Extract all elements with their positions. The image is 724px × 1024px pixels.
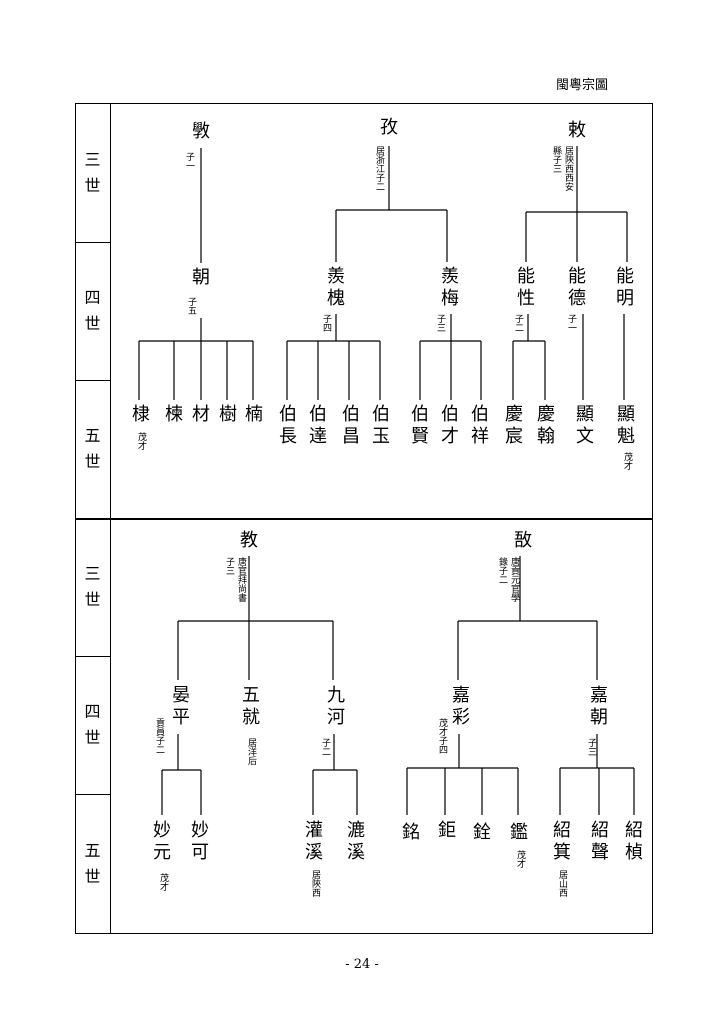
person-zi-note: 居浙江子二 xyxy=(374,146,384,191)
person-jiao-note: 子三 xyxy=(224,557,234,575)
person-xue-note: 子一 xyxy=(184,152,194,170)
person-jian-note: 茂才 xyxy=(515,850,525,868)
generation-label-fourth: 四世 xyxy=(84,288,101,333)
person-di-elder-note: 錄子二 xyxy=(497,557,507,584)
generation-row-divider xyxy=(75,380,110,381)
document-header-title: 閩粵宗圖 xyxy=(556,78,609,93)
person-chao-note: 子五 xyxy=(186,297,196,315)
person-chao: 朝 xyxy=(192,267,210,288)
person-ju: 鉅 xyxy=(438,820,456,841)
person-ming: 銘 xyxy=(402,822,420,843)
person-xiankui-5-note: 茂才 xyxy=(622,452,632,470)
person-nengde-note: 子一 xyxy=(566,314,576,332)
person-nengxing: 能性 xyxy=(517,266,535,309)
person-shaoji: 紹箕 xyxy=(553,820,571,863)
person-shaosheng: 紹聲 xyxy=(591,820,609,863)
person-yanping: 晏平 xyxy=(172,685,190,728)
person-xiankui-5: 顯魁 xyxy=(617,404,635,447)
person-xiankui: 羨槐 xyxy=(327,266,345,309)
generation-row-divider xyxy=(75,242,110,243)
person-qinghan: 慶翰 xyxy=(537,404,555,447)
person-miaoyuan: 妙元 xyxy=(153,820,171,863)
generation-column-divider xyxy=(110,103,112,934)
person-xianmei: 羨梅 xyxy=(441,266,459,309)
person-xianwen: 顯文 xyxy=(576,404,594,447)
person-boda: 伯達 xyxy=(309,404,327,447)
person-bochang: 伯長 xyxy=(279,404,297,447)
person-xiankui-note: 子四 xyxy=(321,314,331,332)
person-jian: 鑑 xyxy=(510,822,528,843)
person-nan: 楠 xyxy=(245,404,263,425)
person-jiuhe-note: 子二 xyxy=(320,738,330,756)
person-xianmei-note: 子三 xyxy=(435,314,445,332)
person-jiao-note: 唐官拜尚書 xyxy=(236,557,246,602)
person-luxi: 漉溪 xyxy=(347,820,365,863)
person-jiachao: 嘉朝 xyxy=(590,685,608,728)
person-di: 棣 xyxy=(132,404,150,425)
generation-row-divider xyxy=(75,794,110,795)
person-miaoyuan-note: 茂才 xyxy=(158,873,168,891)
person-nengming: 能明 xyxy=(616,266,634,309)
person-chi: 敕 xyxy=(568,120,586,141)
person-wujiu: 五就 xyxy=(242,685,260,728)
person-boxiang: 伯祥 xyxy=(471,404,489,447)
person-qingchen: 慶宸 xyxy=(505,404,523,447)
person-nengxing-note: 子二 xyxy=(513,314,523,332)
person-bocai: 伯才 xyxy=(441,404,459,447)
person-boyu: 伯玉 xyxy=(372,404,390,447)
person-jiachao-note: 子三 xyxy=(586,738,596,756)
person-miaoke: 妙可 xyxy=(191,820,209,863)
person-cai: 材 xyxy=(192,404,210,425)
person-zi: 孜 xyxy=(380,117,398,138)
section-divider xyxy=(75,518,653,520)
generation-label-fifth: 五世 xyxy=(84,841,101,886)
person-wujiu-note: 居洋后 xyxy=(246,738,256,765)
person-guanxi-note: 居陝西 xyxy=(310,870,320,897)
person-yanping-note: 貢員子二 xyxy=(154,718,164,754)
generation-label-third: 三世 xyxy=(84,149,101,195)
person-jiacai-note: 茂才子四 xyxy=(437,718,447,754)
person-bochang2: 伯昌 xyxy=(342,404,360,447)
person-jiacai: 嘉彩 xyxy=(452,685,470,728)
person-di-note: 茂才 xyxy=(136,432,146,450)
person-xue: 斆 xyxy=(192,121,210,142)
person-shu: 樹 xyxy=(219,404,237,425)
person-chi-note: 縣子三 xyxy=(551,146,561,173)
person-chi-note: 居陝西西安 xyxy=(563,146,573,191)
page-number: - 24 - xyxy=(345,957,379,972)
person-shaoji-note: 居山西 xyxy=(557,870,567,897)
person-quan: 銓 xyxy=(473,822,491,843)
person-jiuhe: 九河 xyxy=(327,685,345,728)
person-boxian: 伯賢 xyxy=(411,404,429,447)
person-jiao: 教 xyxy=(240,530,258,551)
generation-row-divider xyxy=(75,656,110,657)
generation-label-third: 三世 xyxy=(84,564,101,609)
generation-label-fourth: 四世 xyxy=(84,702,101,747)
person-lian: 楝 xyxy=(165,404,183,425)
person-nengde: 能德 xyxy=(568,266,586,309)
generation-label-fifth: 五世 xyxy=(84,426,101,471)
person-guanxi: 灌溪 xyxy=(305,820,323,863)
person-shaozhen: 紹楨 xyxy=(625,820,643,863)
person-di-elder-note: 唐貢元官學 xyxy=(509,557,519,602)
person-di-elder: 敔 xyxy=(514,530,532,551)
